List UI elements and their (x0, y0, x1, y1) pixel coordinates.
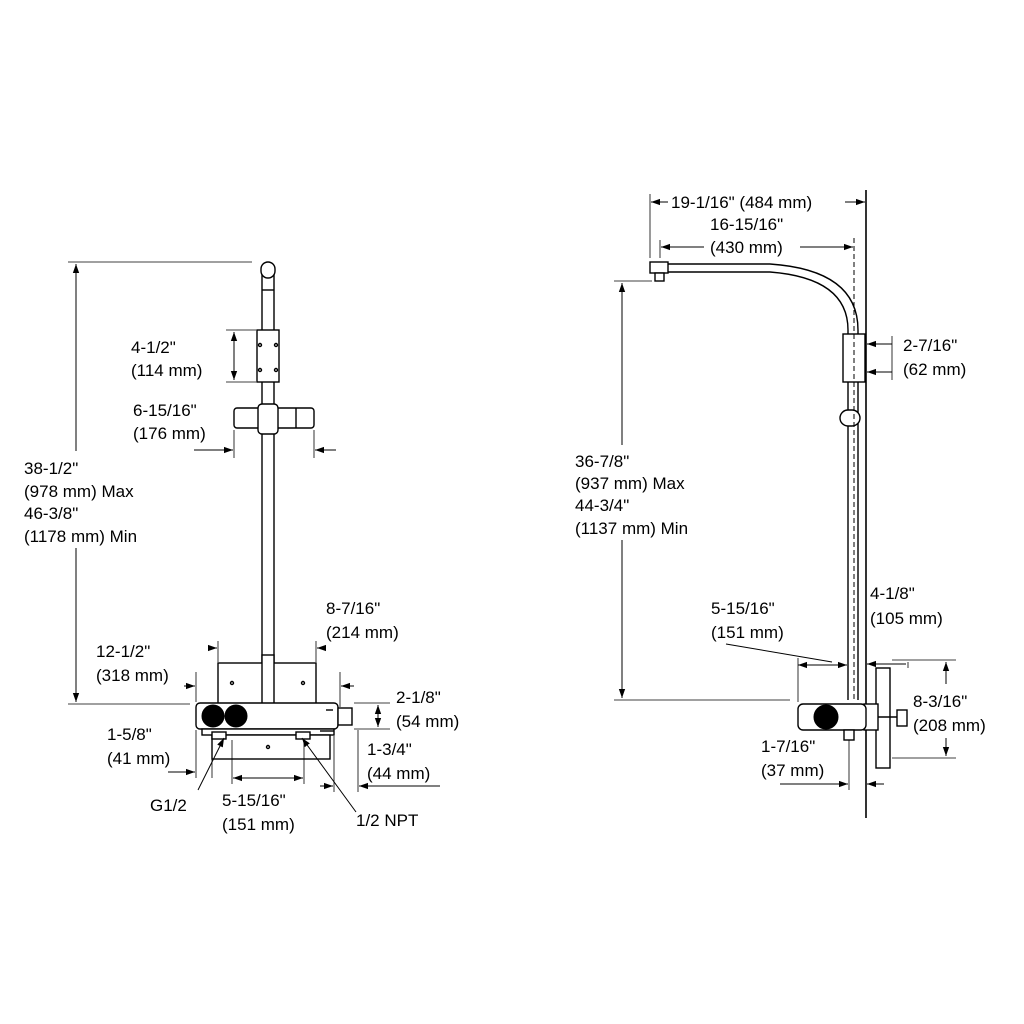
front-height-label-2: (978 mm) Max (24, 482, 134, 501)
side-height-label-4: (1137 mm) Min (575, 519, 688, 538)
plate-width-label-1: 12-1/2" (96, 642, 150, 661)
right-offset-label-2: (44 mm) (367, 764, 430, 783)
side-height-label-3: 44-3/4" (575, 496, 629, 515)
thread-right-label: 1/2 NPT (356, 811, 418, 830)
arm-reach-label-2: (430 mm) (710, 238, 783, 257)
mount-height-label-1: 8-3/16" (913, 692, 967, 711)
plate-height-label-2: (214 mm) (326, 623, 399, 642)
bracket-spacing-label-1: 4-1/2" (131, 338, 176, 357)
front-height-label-1: 38-1/2" (24, 459, 78, 478)
side-height-label-1: 36-7/8" (575, 452, 629, 471)
holder-width-label-2: (176 mm) (133, 424, 206, 443)
mount-height-label-2: (208 mm) (913, 716, 986, 735)
plate-width-label-2: (318 mm) (96, 666, 169, 685)
side-height-label-2: (937 mm) Max (575, 474, 685, 493)
spout-height-label-1: 2-1/8" (396, 688, 441, 707)
left-offset-label-1: 1-5/8" (107, 725, 152, 744)
wall-offset-label-2: (105 mm) (870, 609, 943, 628)
clamp-height-label-1: 2-7/16" (903, 336, 957, 355)
side-inlet-label-2: (151 mm) (711, 623, 784, 642)
inlet-spacing-label-1: 5-15/16" (222, 791, 286, 810)
side-inlet-label-1: 5-15/16" (711, 599, 775, 618)
inlet-spacing-label-2: (151 mm) (222, 815, 295, 834)
reach-total-label: 19-1/16" (484 mm) (671, 193, 812, 212)
wall-offset-label-1: 4-1/8" (870, 584, 915, 603)
left-offset-label-2: (41 mm) (107, 749, 170, 768)
holder-width-label-1: 6-15/16" (133, 401, 197, 420)
base-depth-label-1: 1-7/16" (761, 737, 815, 756)
arm-reach-label-1: 16-15/16" (710, 215, 783, 234)
bracket-spacing-label-2: (114 mm) (131, 361, 202, 380)
front-height-label-4: (1178 mm) Min (24, 527, 137, 546)
front-view: 38-1/2" (978 mm) Max 46-3/8" (1178 mm) M… (24, 261, 459, 834)
side-view: 19-1/16" (484 mm) 16-15/16" (430 mm) 2-7… (575, 190, 986, 818)
plate-height-label-1: 8-7/16" (326, 599, 380, 618)
side-column-figure (649, 261, 908, 769)
spout-height-label-2: (54 mm) (396, 712, 459, 731)
base-depth-label-2: (37 mm) (761, 761, 824, 780)
side-inlet-leader (725, 643, 833, 663)
thread-left-label: G1/2 (150, 796, 187, 815)
front-height-label-3: 46-3/8" (24, 504, 78, 523)
thread-left-leader (197, 737, 225, 791)
front-column-figure (195, 261, 353, 760)
right-offset-label-1: 1-3/4" (367, 740, 412, 759)
clamp-height-label-2: (62 mm) (903, 360, 966, 379)
thread-right-leader (301, 737, 357, 813)
